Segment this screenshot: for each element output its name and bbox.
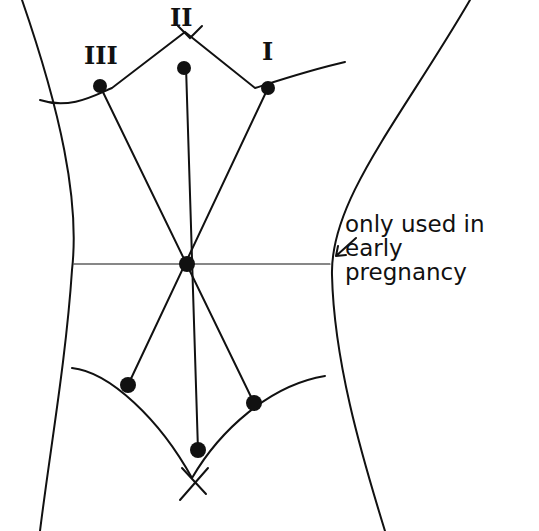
body-outline xyxy=(22,0,74,531)
point-dot xyxy=(190,442,206,458)
inguinal-line xyxy=(192,376,325,478)
diagonal-line xyxy=(100,86,254,403)
point-dot xyxy=(246,395,262,411)
inguinal-line xyxy=(72,368,192,478)
callout-number: III xyxy=(84,44,118,68)
diagonal-line xyxy=(128,88,268,385)
point-dot xyxy=(120,377,136,393)
note-text: only used in early pregnancy xyxy=(345,212,520,284)
point-dot xyxy=(261,81,275,95)
pubis-mark xyxy=(180,468,208,500)
callout-number: I xyxy=(262,40,273,64)
point-dot xyxy=(93,79,107,93)
horizontal-line xyxy=(74,263,330,264)
rib-margin xyxy=(40,32,345,103)
callout-number: II xyxy=(170,6,192,30)
point-dot xyxy=(177,61,191,75)
point-dot xyxy=(179,256,195,272)
